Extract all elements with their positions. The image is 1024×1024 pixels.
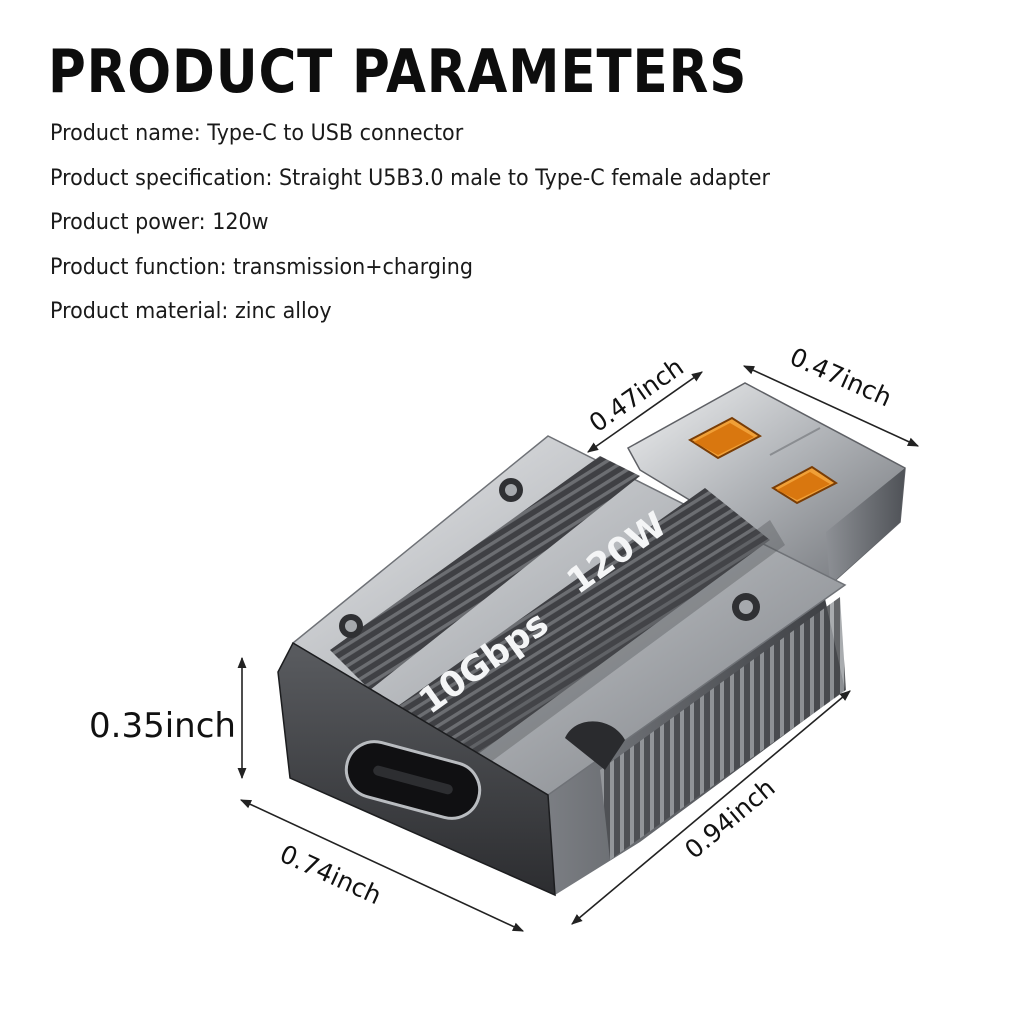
dimension-label-front-width: 0.74inch: [276, 839, 386, 910]
spec-item: Product power: 120w: [50, 210, 269, 235]
spec-item: Product specification: Straight U5B3.0 m…: [50, 165, 771, 191]
screw-icon: [339, 614, 363, 638]
spec-item: Product material: zinc alloy: [50, 299, 332, 324]
screw-icon: [499, 478, 523, 502]
adapter-illustration: 10Gbps 120W 0.47inch 0.47inch 0.35inch 0…: [89, 342, 920, 932]
spec-item: Product name: Type-C to USB connector: [50, 121, 464, 146]
dimension-label-height: 0.35inch: [89, 706, 236, 746]
spec-list: Product name: Type-C to USB connector Pr…: [50, 112, 816, 335]
screw-icon: [732, 593, 760, 621]
dimension-label-top-right: 0.47inch: [786, 342, 897, 412]
page-title: PRODUCT PARAMETERS: [48, 37, 748, 107]
spec-item: Product function: transmission+charging: [50, 254, 473, 280]
dimension-lines: [237, 365, 920, 932]
